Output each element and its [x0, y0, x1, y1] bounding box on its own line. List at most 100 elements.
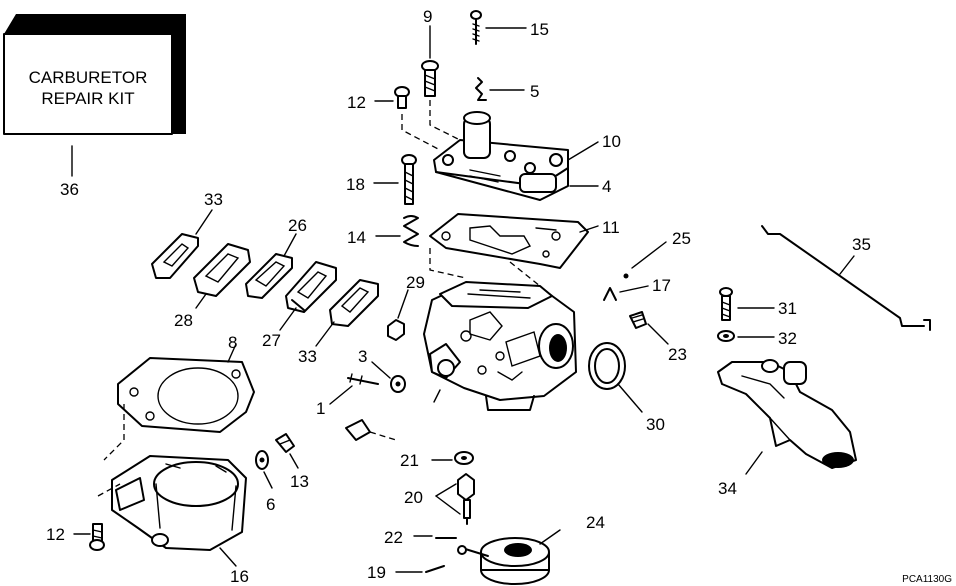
leader-25 [631, 241, 667, 269]
kit-box-line2: REPAIR KIT [41, 89, 134, 108]
label-21: 21 [400, 451, 419, 470]
label-18: 18 [346, 175, 365, 194]
dash-screw-bowl [97, 483, 121, 497]
leader-23 [647, 323, 669, 345]
gasket-28 [193, 243, 251, 309]
leader-29 [397, 289, 409, 319]
leader-33b [315, 321, 335, 347]
float-24 [457, 529, 561, 585]
leader-27 [279, 307, 297, 331]
label-12-bottom: 12 [46, 525, 65, 544]
link-rod-35 [761, 225, 931, 331]
leader-3 [371, 361, 391, 379]
label-24: 24 [586, 513, 605, 532]
label-23: 23 [668, 345, 687, 364]
gasket-33-bottom [315, 279, 379, 347]
dash-12-cover [401, 114, 441, 151]
leader-6 [263, 471, 273, 489]
screw-23 [629, 311, 669, 345]
leader-16 [219, 547, 237, 567]
spring-14 [375, 215, 419, 247]
label-12-top: 12 [347, 93, 366, 112]
screw-18 [373, 154, 417, 205]
label-26: 26 [288, 216, 307, 235]
gasket-27 [279, 261, 337, 331]
label-20: 20 [404, 488, 423, 507]
screw-9 [421, 25, 439, 97]
label-15: 15 [530, 20, 549, 39]
kit-box-line1: CARBURETOR [29, 68, 148, 87]
hinge-pin-19 [395, 565, 445, 573]
plug-29 [387, 289, 409, 341]
label-28: 28 [174, 311, 193, 330]
label-1: 1 [316, 399, 325, 418]
label-33-bottom: 33 [298, 347, 317, 366]
leader-20-upper [435, 483, 457, 497]
dash-gasket-body-left [429, 248, 467, 279]
label-4: 4 [602, 177, 611, 196]
o-ring-30 [588, 342, 643, 413]
label-11: 11 [602, 218, 620, 237]
screw-12-top [374, 86, 410, 109]
leader-1 [329, 385, 353, 405]
part-labels: 9 15 12 5 10 4 36 18 33 26 14 11 25 35 1… [46, 7, 952, 586]
kit-box-front [3, 33, 173, 135]
leader-10 [567, 141, 599, 161]
screw-31 [719, 287, 775, 321]
clip-17 [603, 285, 649, 301]
carburetor-body [423, 281, 577, 411]
label-30: 30 [646, 415, 665, 434]
plug-13 [275, 433, 299, 469]
label-5: 5 [530, 82, 539, 101]
leader-17 [619, 285, 649, 293]
leader-11 [579, 225, 599, 233]
label-17: 17 [652, 276, 671, 295]
label-14: 14 [347, 228, 366, 247]
repair-kit-box: CARBURETOR REPAIR KIT [3, 14, 186, 177]
screw-15 [470, 10, 527, 45]
washer-21 [431, 451, 474, 465]
label-27: 27 [262, 331, 281, 350]
cover-4 [433, 111, 599, 201]
label-13: 13 [290, 472, 309, 491]
leader-26 [283, 233, 297, 257]
label-32: 32 [778, 329, 797, 348]
label-22: 22 [384, 528, 403, 547]
leader-13 [289, 453, 299, 469]
leader-8 [227, 343, 237, 363]
gasket-8 [117, 343, 255, 433]
dash-9-cover [429, 100, 461, 141]
leader-34 [745, 451, 763, 475]
washer-3 [371, 361, 406, 393]
label-19: 19 [367, 563, 386, 582]
gasket-11 [429, 213, 599, 269]
washer-32 [717, 330, 775, 342]
label-31: 31 [778, 299, 797, 318]
leader-30 [617, 383, 643, 413]
gasket-6 [255, 450, 273, 489]
float-bowl-16 [111, 455, 247, 567]
leader-20-lower [435, 495, 461, 515]
label-34: 34 [718, 479, 737, 498]
leader-24 [539, 529, 561, 545]
gasket-33-top [151, 209, 213, 279]
label-35: 35 [852, 235, 871, 254]
kit-box-shadow [4, 14, 186, 134]
label-10: 10 [602, 132, 621, 151]
dash-gasket-bowl [103, 404, 125, 461]
dash-gasket-body-right [509, 261, 541, 287]
figure-code: PCA1130G [902, 574, 952, 585]
leader-35 [839, 255, 855, 275]
label-8: 8 [228, 333, 237, 352]
screw-12-bottom [73, 523, 105, 551]
needle-1 [329, 373, 379, 405]
label-9: 9 [423, 7, 432, 26]
clip-5 [475, 77, 525, 101]
leader-33a [195, 209, 213, 235]
pin-25 [623, 241, 667, 279]
pin-22 [413, 535, 457, 539]
label-16: 16 [230, 567, 249, 586]
label-6: 6 [266, 495, 275, 514]
intake-bracket-34 [717, 359, 857, 475]
